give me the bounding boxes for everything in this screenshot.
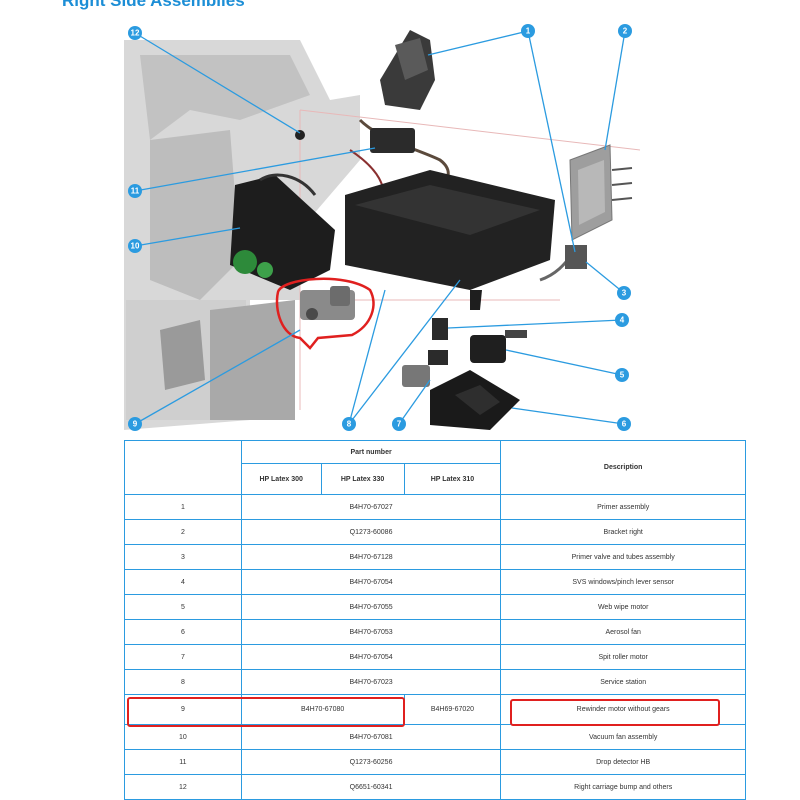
header-description: Description (500, 440, 746, 495)
row-number: 5 (124, 594, 242, 620)
description-highlight (510, 699, 720, 726)
leader-lines (134, 30, 626, 425)
callout-9: 9 (128, 417, 142, 431)
callout-10: 10 (128, 239, 142, 253)
callout-2: 2 (618, 24, 632, 38)
parts-table: Part number Description HP Latex 300 HP … (124, 440, 746, 800)
table-row: 8 B4H70-67023 Service station (124, 669, 746, 695)
svg-text:7: 7 (397, 420, 402, 429)
aerosol-fan-illustration (230, 173, 335, 290)
row-number: 2 (124, 519, 242, 545)
table-header-row: Part number Description (124, 440, 746, 495)
row-description: Spit roller motor (500, 644, 746, 670)
row-part: Q1273-60086 (240, 519, 502, 545)
row-description: Drop detector HB (500, 749, 746, 775)
svg-text:10: 10 (131, 242, 140, 251)
row-description: Aerosol fan (500, 619, 746, 645)
svg-text:9: 9 (133, 420, 138, 429)
bracket-right-illustration (569, 144, 633, 241)
row-part: B4H70-67080 (240, 694, 405, 725)
spit-roller-motor-illustration (402, 350, 448, 387)
svg-text:5: 5 (620, 371, 625, 380)
row-number: 8 (124, 669, 242, 695)
row-description: Right carriage bump and others (500, 774, 746, 800)
row-part: B4H70-67023 (240, 669, 502, 695)
row-number: 3 (124, 544, 242, 570)
svg-text:11: 11 (131, 187, 140, 196)
table-row: 12 Q6651-60341 Right carriage bump and o… (124, 774, 746, 800)
callout-3: 3 (617, 286, 631, 300)
row-part: B4H70-67027 (240, 494, 502, 520)
row-part: B4H70-67054 (240, 569, 502, 595)
table-row: 11 Q1273-60256 Drop detector HB (124, 749, 746, 775)
row-number: 12 (124, 774, 242, 800)
table-model-row: HP Latex 300 HP Latex 330 HP Latex 310 (125, 463, 746, 495)
service-station-illustration (345, 170, 555, 310)
header-index-cell (124, 440, 242, 495)
table-row: 6 B4H70-67053 Aerosol fan (124, 619, 746, 645)
web-wipe-motor-illustration (432, 318, 527, 363)
table-row: 1 B4H70-67027 Primer assembly (124, 494, 746, 520)
rewinder-motor-highlight (275, 277, 375, 350)
row-description: Bracket right (500, 519, 746, 545)
callout-1: 1 (521, 24, 535, 38)
row-part: B4H70-67081 (240, 724, 502, 750)
row-number: 4 (124, 569, 242, 595)
row-number: 6 (124, 619, 242, 645)
svg-text:1: 1 (526, 27, 531, 36)
row-part: B4H70-67055 (240, 594, 502, 620)
exploded-diagram: 1 2 3 4 5 6 7 8 9 10 11 12 (124, 24, 641, 431)
table-row: 5 B4H70-67055 Web wipe motor (124, 594, 746, 620)
row-part: B4H70-67054 (240, 644, 502, 670)
table-row: 3 B4H70-67128 Primer valve and tubes ass… (124, 544, 746, 570)
callout-5: 5 (615, 368, 629, 382)
header-model-1: HP Latex 300 (240, 463, 322, 495)
table-row: 4 B4H70-67054 SVS windows/pinch lever se… (124, 569, 746, 595)
row-part: B4H70-67128 (240, 544, 502, 570)
row-part: Q6651-60341 (240, 774, 502, 800)
header-part-number: Part number (240, 440, 502, 464)
primer-assembly-illustration (380, 30, 435, 110)
svg-text:6: 6 (622, 420, 627, 429)
table-row: 2 Q1273-60086 Bracket right (124, 519, 746, 545)
callout-7: 7 (392, 417, 406, 431)
page-heading: Right Side Assemblies (62, 0, 245, 10)
row-part: B4H70-67053 (240, 619, 502, 645)
svg-text:12: 12 (131, 29, 140, 38)
row-number: 7 (124, 644, 242, 670)
svg-text:3: 3 (622, 289, 627, 298)
svg-text:4: 4 (620, 316, 625, 325)
callout-12: 12 (128, 26, 142, 40)
row-description: Service station (500, 669, 746, 695)
rewinder-motor-illustration (300, 286, 355, 320)
row-description: Vacuum fan assembly (500, 724, 746, 750)
row-part: Q1273-60256 (240, 749, 502, 775)
callout-11: 11 (128, 184, 142, 198)
header-model-2: HP Latex 330 (320, 463, 405, 495)
table-row: 10 B4H70-67081 Vacuum fan assembly (124, 724, 746, 750)
primer-valve-illustration (539, 245, 587, 282)
row-number: 10 (124, 724, 242, 750)
callout-6: 6 (617, 417, 631, 431)
row-number: 11 (124, 749, 242, 775)
callout-8: 8 (342, 417, 356, 431)
table-row: 7 B4H70-67054 Spit roller motor (124, 644, 746, 670)
row-description: Primer assembly (500, 494, 746, 520)
callout-4: 4 (615, 313, 629, 327)
part-number-highlight (127, 697, 405, 727)
row-number: 9 (124, 694, 242, 725)
row-part-alt: B4H69-67020 (403, 694, 502, 725)
vacuum-duct-illustration (430, 370, 520, 430)
svg-text:8: 8 (347, 420, 352, 429)
header-model-3: HP Latex 310 (403, 463, 502, 495)
row-description: SVS windows/pinch lever sensor (500, 569, 746, 595)
row-description: Primer valve and tubes assembly (500, 544, 746, 570)
row-number: 1 (124, 494, 242, 520)
row-description: Web wipe motor (500, 594, 746, 620)
svg-text:2: 2 (623, 27, 628, 36)
